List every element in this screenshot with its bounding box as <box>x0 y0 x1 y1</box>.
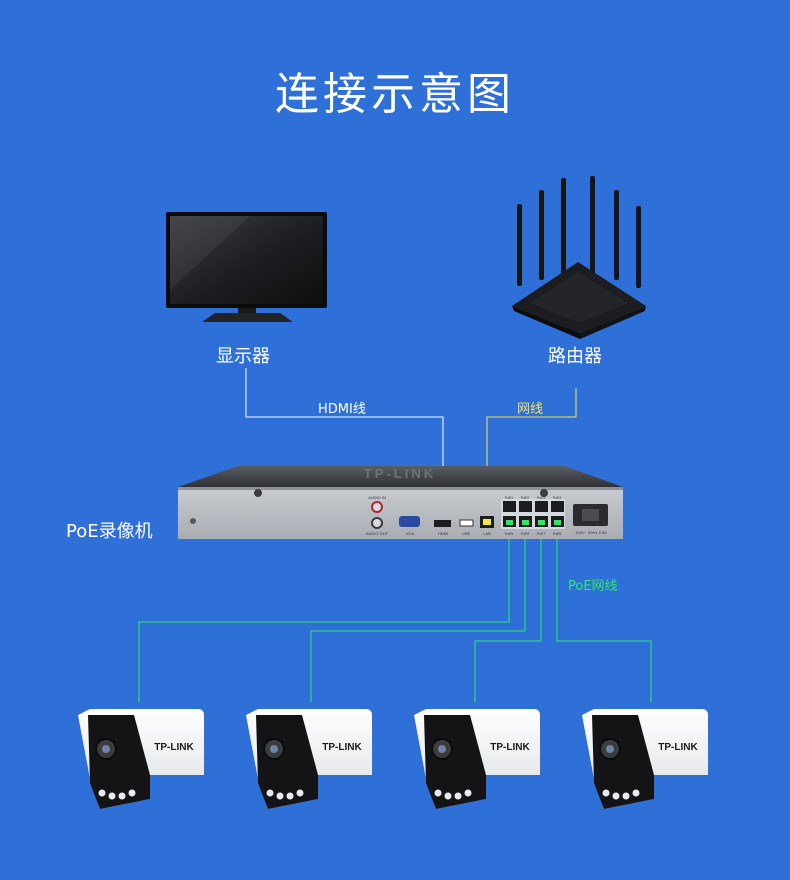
port-label-poe1: PoE1 <box>505 496 514 500</box>
port-label-audio-out: AUDIO OUT <box>366 531 389 536</box>
camera-1 <box>78 709 204 809</box>
port-label-power: 100V~ 50Hz 2.5A <box>575 530 607 535</box>
poe-cable-label: PoE网线 <box>568 579 618 594</box>
camera-2 <box>246 709 372 809</box>
port-label-poe4: PoE4 <box>553 496 562 500</box>
nvr-label: PoE录像机 <box>66 521 153 542</box>
camera-1-brand: TP-LINK <box>154 742 194 753</box>
camera-4 <box>582 709 708 809</box>
port-label-poe8: PoE8 <box>553 532 562 536</box>
router-label: 路由器 <box>548 346 602 367</box>
hdmi-cable-label: HDMI线 <box>318 402 366 417</box>
port-label-poe5: PoE5 <box>505 532 514 536</box>
port-label-vga: VGA <box>406 531 415 536</box>
page-title: 连接示意图 <box>275 69 515 120</box>
port-label-poe6: PoE6 <box>521 532 530 536</box>
port-label-poe2: PoE2 <box>521 496 530 500</box>
router-icon <box>512 176 646 339</box>
network-cable-label: 网线 <box>517 402 544 417</box>
port-label-poe3: PoE3 <box>537 496 546 500</box>
poe-cables <box>138 530 652 702</box>
monitor-icon <box>166 212 327 322</box>
nvr-brand-text: TP-LINK <box>364 466 436 481</box>
monitor-label: 显示器 <box>216 346 270 367</box>
port-label-poe7: PoE7 <box>537 532 546 536</box>
port-label-lan: LAN <box>483 531 491 536</box>
camera-2-brand: TP-LINK <box>322 742 362 753</box>
nvr-icon <box>178 466 623 539</box>
port-label-audio-in: AUDIO IN <box>368 495 386 500</box>
port-label-usb: USB <box>462 531 471 536</box>
port-label-hdmi: HDMI <box>438 531 448 536</box>
camera-3-brand: TP-LINK <box>490 742 530 753</box>
camera-3 <box>414 709 540 809</box>
camera-4-brand: TP-LINK <box>658 742 698 753</box>
